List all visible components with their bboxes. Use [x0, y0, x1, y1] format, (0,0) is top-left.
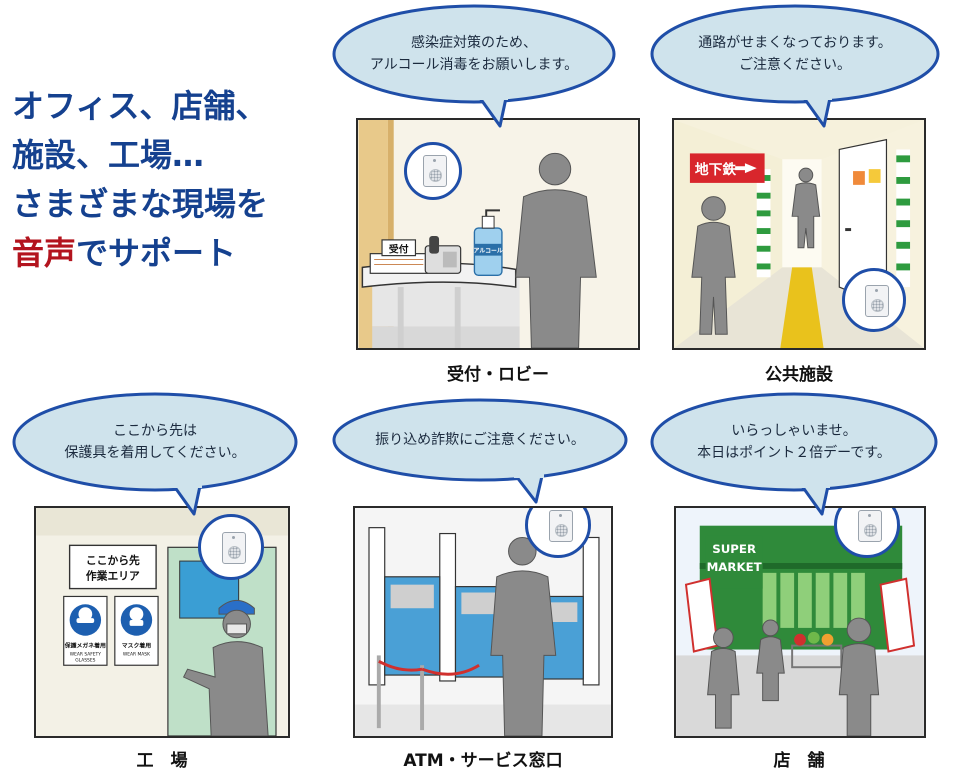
headline-line-2: 施設、工場…: [12, 136, 205, 174]
scene-store-bubble: いらっしゃいませ。 本日はポイント２倍デーです。: [648, 390, 940, 522]
safety-glasses-icon: [76, 607, 95, 623]
headline-accent: 音声: [12, 234, 77, 272]
reception-illustration: 受付 アルコール: [358, 120, 638, 348]
scene-factory-bubble: ここから先は 保護具を着用してください。: [10, 390, 300, 522]
scene-factory-caption: 工 場: [136, 751, 188, 771]
scene-public-caption: 公共施設: [765, 365, 833, 385]
scene-store-bubble-text: いらっしゃいませ。 本日はポイント２倍デーです。: [697, 423, 891, 461]
headline-line-4-rest: でサポート: [76, 234, 237, 272]
headline-line-4: 音声でサポート: [12, 229, 342, 278]
mask-icon: [129, 607, 144, 626]
speaker-device-icon: [404, 142, 462, 200]
scene-reception-bubble: 感染症対策のため、 アルコール消毒をお願いします。: [330, 2, 618, 134]
headline-line-1: オフィス、店舗、: [12, 87, 268, 125]
headline-line-3: さまざまな現場を: [12, 185, 269, 223]
scene-atm-bubble: 振り込め詐欺にご注意ください。: [330, 396, 630, 508]
arrow-right-icon: [735, 163, 757, 174]
speaker-device-icon: [198, 514, 264, 580]
factory-board-line-2: 作業エリア: [86, 569, 140, 583]
glasses-sign-en-2: GLASSES: [75, 657, 95, 663]
scene-reception-caption: 受付・ロビー: [447, 365, 549, 385]
subway-sign-text: 地下鉄: [695, 161, 737, 178]
person-silhouette-icon: [515, 152, 597, 348]
store-illustration: SUPER MARKET: [676, 508, 924, 736]
desk-sign-text: 受付: [389, 243, 409, 256]
speaker-device-icon: [842, 268, 906, 332]
scene-public-bubble-text: 通路がせまくなっております。 ご注意ください。: [698, 35, 892, 73]
scene-public-bubble: 通路がせまくなっております。 ご注意ください。: [648, 2, 942, 134]
glasses-sign-en-1: WEAR SAFETY: [70, 651, 102, 657]
headline: オフィス、店舗、 施設、工場… さまざまな現場を 音声でサポート: [12, 82, 342, 278]
bottle-label-text: アルコール: [474, 248, 503, 255]
scene-atm-caption: ATM・サービス窓口: [403, 751, 563, 771]
scene-factory-panel: ここから先 作業エリア 保護メガネ着用 WEAR SAFETY GLASSES …: [34, 506, 290, 738]
speaker-device-icon: [525, 508, 591, 558]
scene-factory-bubble-text: ここから先は 保護具を着用してください。: [64, 423, 246, 461]
scene-reception-panel: 受付 アルコール: [356, 118, 640, 350]
scene-reception-bubble-text: 感染症対策のため、 アルコール消毒をお願いします。: [369, 35, 579, 73]
scene-store-panel: SUPER MARKET: [674, 506, 926, 738]
mask-sign-en: WEAR MASK: [123, 651, 150, 657]
scene-public-panel: 地下鉄: [672, 118, 926, 350]
scene-atm-bubble-text: 振り込め詐欺にご注意ください。: [375, 432, 585, 448]
scene-atm-panel: [353, 506, 613, 738]
glasses-sign-jp: 保護メガネ着用: [64, 642, 106, 650]
mask-sign-jp: マスク着用: [122, 642, 152, 650]
factory-board-line-1: ここから先: [86, 553, 140, 567]
store-sign-market: MARKET: [707, 560, 762, 574]
store-sign-super: SUPER: [712, 542, 756, 556]
scene-store-caption: 店 舗: [773, 751, 825, 771]
